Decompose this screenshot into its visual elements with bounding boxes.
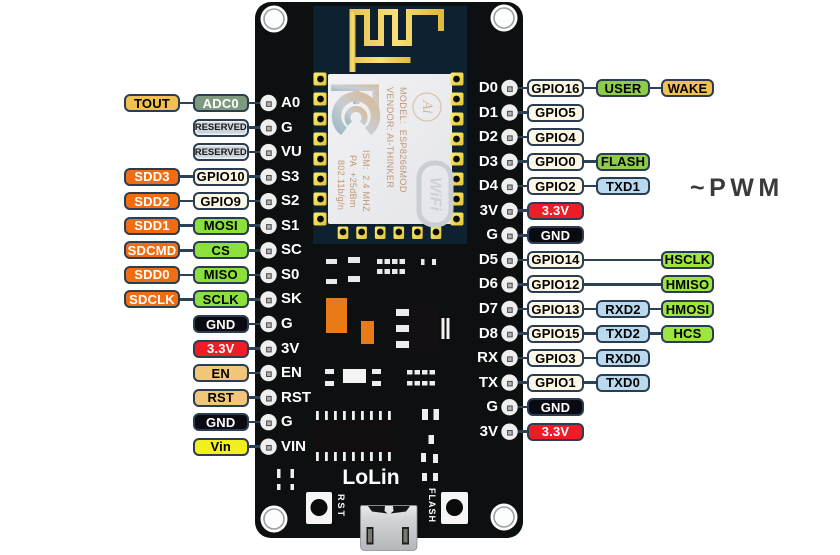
svg-text:Ai: Ai — [419, 99, 435, 113]
svg-text:WiFi: WiFi — [427, 177, 444, 211]
